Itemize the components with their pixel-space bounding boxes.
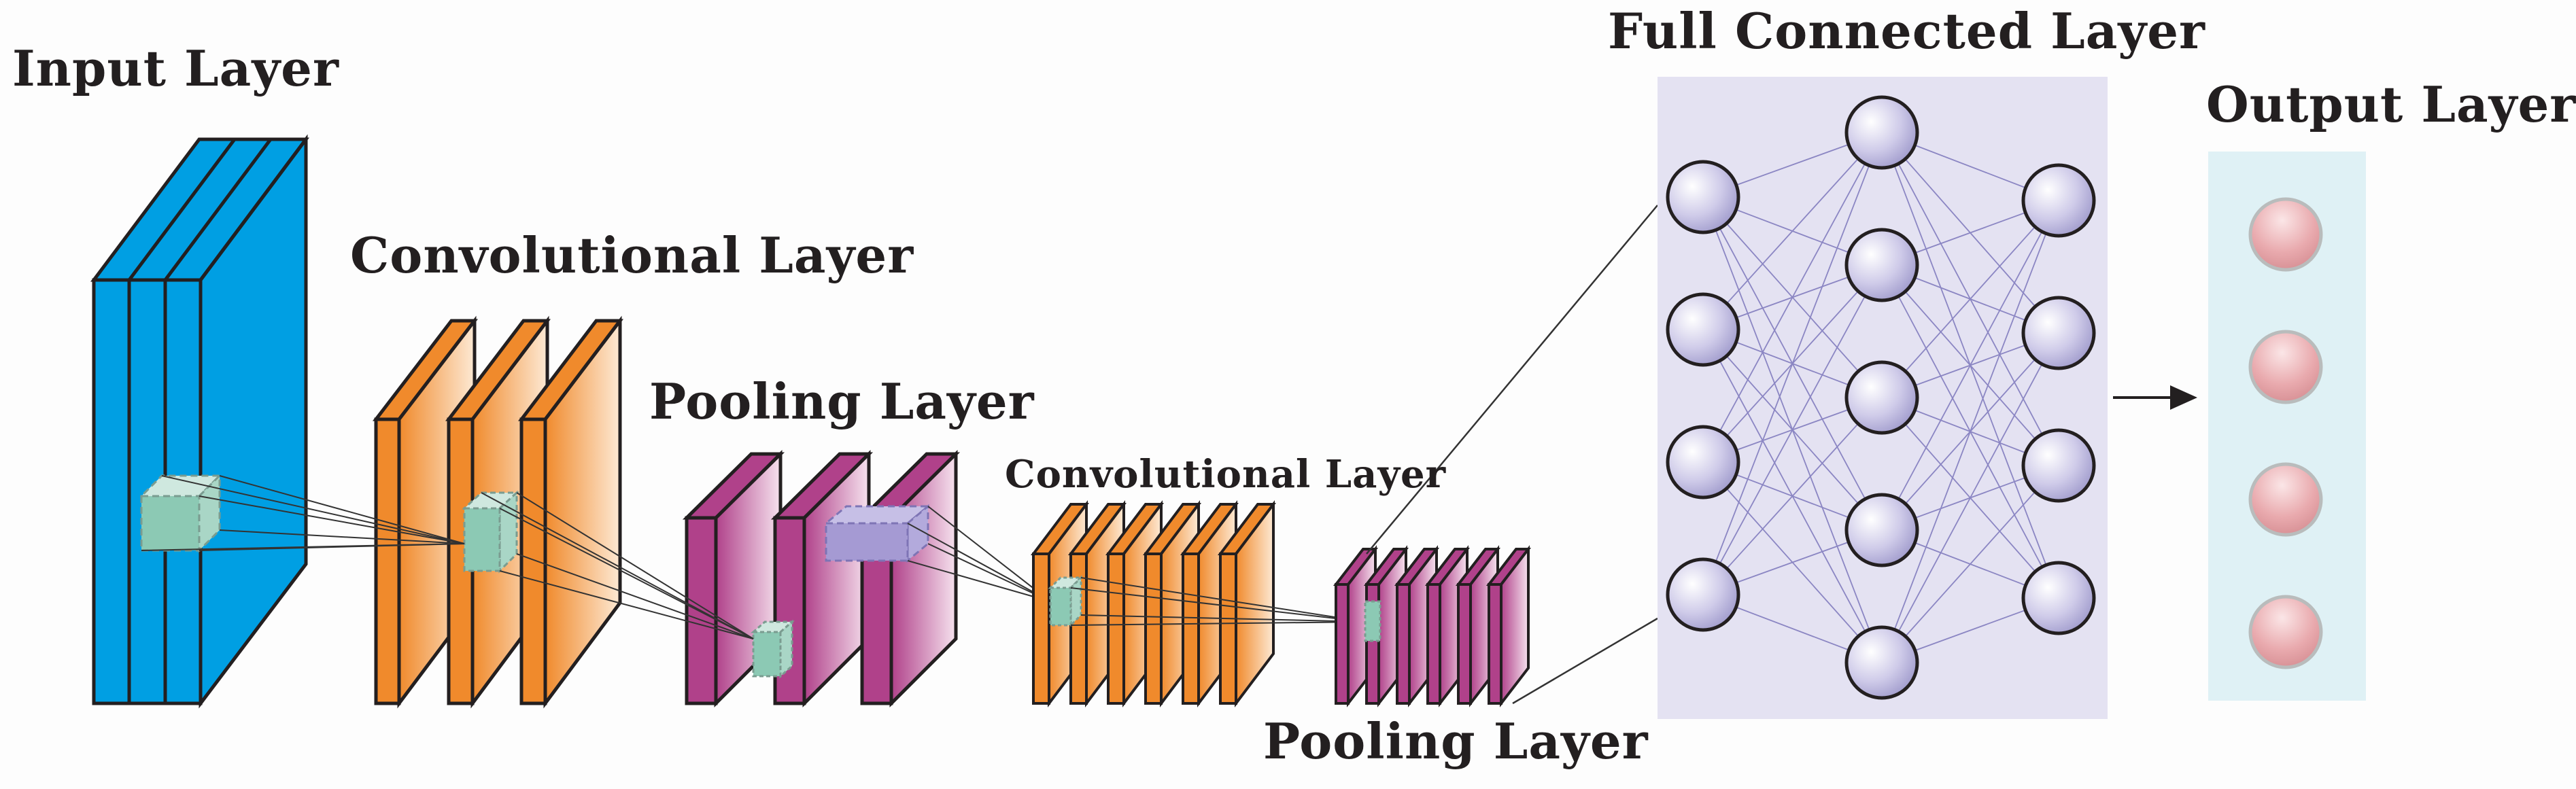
pool2-filter-cube	[1364, 600, 1381, 642]
output-node	[2248, 462, 2323, 537]
fc-to-output-arrow	[2113, 385, 2197, 410]
conv-layer-1-label: Convolutional Layer	[350, 226, 914, 284]
conv1-to-pool1-lines	[481, 492, 754, 639]
fc-connection-line	[1881, 200, 2059, 663]
fc-input-node	[1666, 160, 1740, 234]
output-node	[2248, 595, 2323, 669]
pool-layer-1-label: Pooling Layer	[649, 372, 1035, 430]
pool-layer-2-block	[1333, 545, 1532, 707]
input-layer-label: Input Layer	[12, 39, 339, 97]
fc-hidden-node	[1844, 493, 1919, 567]
conv2-to-pool2-lines	[1070, 577, 1366, 626]
pool1-window-cube	[823, 504, 931, 563]
conv2-filter-cube	[1048, 575, 1084, 628]
fc-output-node	[2021, 163, 2096, 238]
fc-connection-line	[1702, 132, 1883, 330]
fc-output-node	[2021, 428, 2096, 503]
conv1-filter-cube	[462, 490, 519, 574]
conv-layer-2-block	[1030, 500, 1277, 707]
pool-layer-2-label: Pooling Layer	[1263, 712, 1649, 770]
fc-hidden-node	[1844, 360, 1919, 435]
fc-input-node	[1666, 292, 1740, 367]
fc-hidden-node	[1844, 228, 1919, 302]
output-layer-label: Output Layer	[2206, 75, 2576, 133]
fc-connection-line	[1881, 200, 2059, 398]
fc-connection-line	[1881, 465, 2059, 663]
fc-connection-line	[1881, 332, 2059, 663]
output-node	[2248, 330, 2323, 404]
fc-connection-line	[1881, 200, 2059, 531]
fc-layer-label: Full Connected Layer	[1608, 2, 2205, 60]
fc-hidden-node	[1844, 625, 1919, 700]
fc-input-node	[1666, 425, 1740, 499]
output-node	[2248, 197, 2323, 272]
output-nodes	[2248, 197, 2323, 669]
pool1-to-conv2-lines	[907, 506, 1051, 602]
fc-input-node	[1666, 557, 1740, 632]
fc-output-node	[2021, 561, 2096, 635]
pool2-to-fc-projection-lines	[1366, 205, 1658, 705]
fc-connection-line	[1702, 264, 1883, 595]
fc-connection-line	[1702, 397, 1883, 595]
fc-connection-line	[1702, 132, 1883, 463]
pool-layer-1-block	[682, 450, 961, 708]
fc-nodes	[1666, 95, 2096, 700]
input-layer-block	[90, 134, 309, 709]
fc-output-node	[2021, 296, 2096, 370]
fc-hidden-node	[1844, 95, 1919, 170]
fc-connection-line	[1702, 132, 1883, 595]
input-filter-cube	[139, 473, 222, 553]
input-to-conv1-lines	[141, 475, 465, 551]
pool1-filter-cube	[751, 619, 795, 679]
conv-layer-2-label: Convolutional Layer	[1005, 452, 1447, 497]
